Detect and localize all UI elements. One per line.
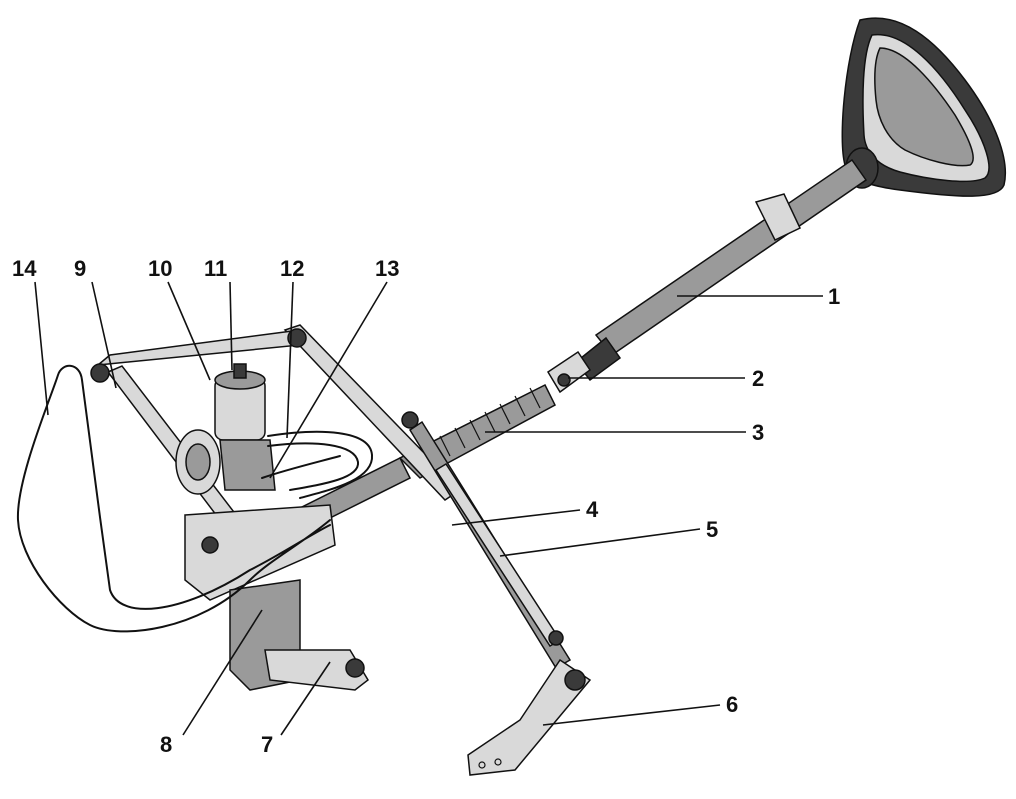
leader-lines <box>34 281 823 736</box>
leader-5 <box>499 528 701 557</box>
label-6: 6 <box>726 692 738 717</box>
steering-arm <box>467 658 592 776</box>
label-8: 8 <box>160 732 172 757</box>
label-9: 9 <box>74 256 86 281</box>
cooler-pipe <box>16 364 331 633</box>
label-7: 7 <box>261 732 273 757</box>
drag-link-assembly <box>401 411 572 670</box>
hydraulic-hoses <box>261 430 374 499</box>
leader-7 <box>280 661 331 736</box>
leader-9 <box>91 281 117 389</box>
idler-arm <box>90 328 307 383</box>
leader-13 <box>269 281 388 479</box>
callout-labels: 1 2 3 4 5 6 7 8 9 10 11 12 13 14 <box>12 256 840 757</box>
leader-8 <box>182 609 263 736</box>
label-12: 12 <box>280 256 304 281</box>
steering-column <box>574 158 868 382</box>
label-2: 2 <box>752 366 764 391</box>
label-14: 14 <box>12 256 37 281</box>
label-1: 1 <box>828 284 840 309</box>
leader-11 <box>229 281 233 371</box>
universal-joint <box>546 350 592 394</box>
label-10: 10 <box>148 256 172 281</box>
leader-6 <box>542 704 721 726</box>
power-steering-pump <box>175 363 276 495</box>
leader-12 <box>286 281 294 439</box>
leader-4 <box>451 509 581 526</box>
label-3: 3 <box>752 420 764 445</box>
label-4: 4 <box>586 497 599 522</box>
leader-10 <box>167 281 211 381</box>
label-13: 13 <box>375 256 399 281</box>
steering-wheel <box>841 17 1006 197</box>
label-11: 11 <box>204 256 227 281</box>
steering-gearbox <box>184 504 369 691</box>
label-5: 5 <box>706 517 718 542</box>
leader-14 <box>34 281 49 416</box>
